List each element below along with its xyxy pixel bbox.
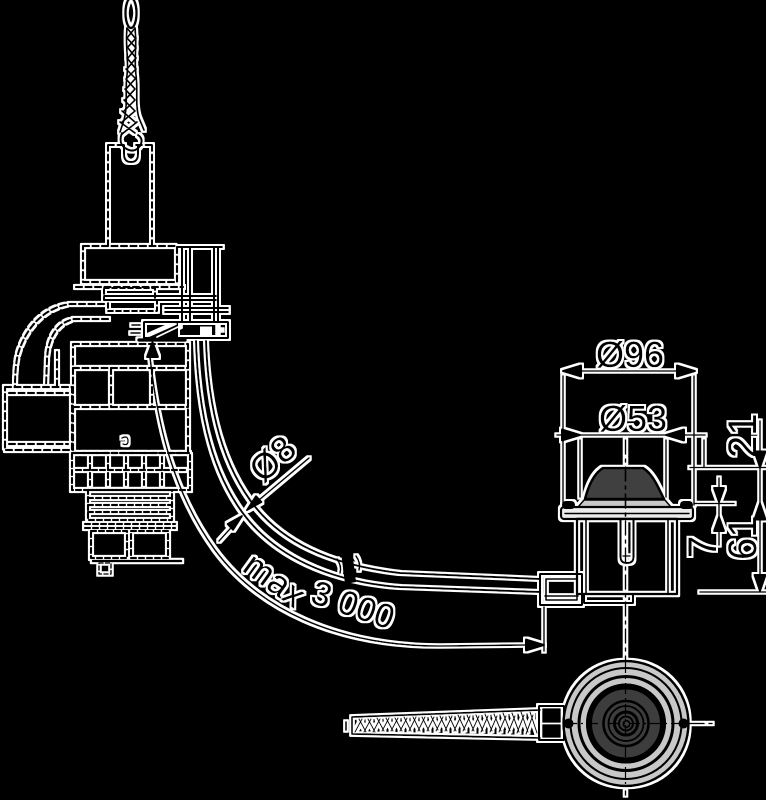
svg-text:7: 7 (681, 536, 725, 558)
svg-text:61: 61 (721, 516, 765, 561)
svg-text:Ø53: Ø53 (599, 398, 667, 439)
svg-text:21: 21 (721, 414, 765, 459)
svg-text:Ø96: Ø96 (596, 334, 664, 375)
